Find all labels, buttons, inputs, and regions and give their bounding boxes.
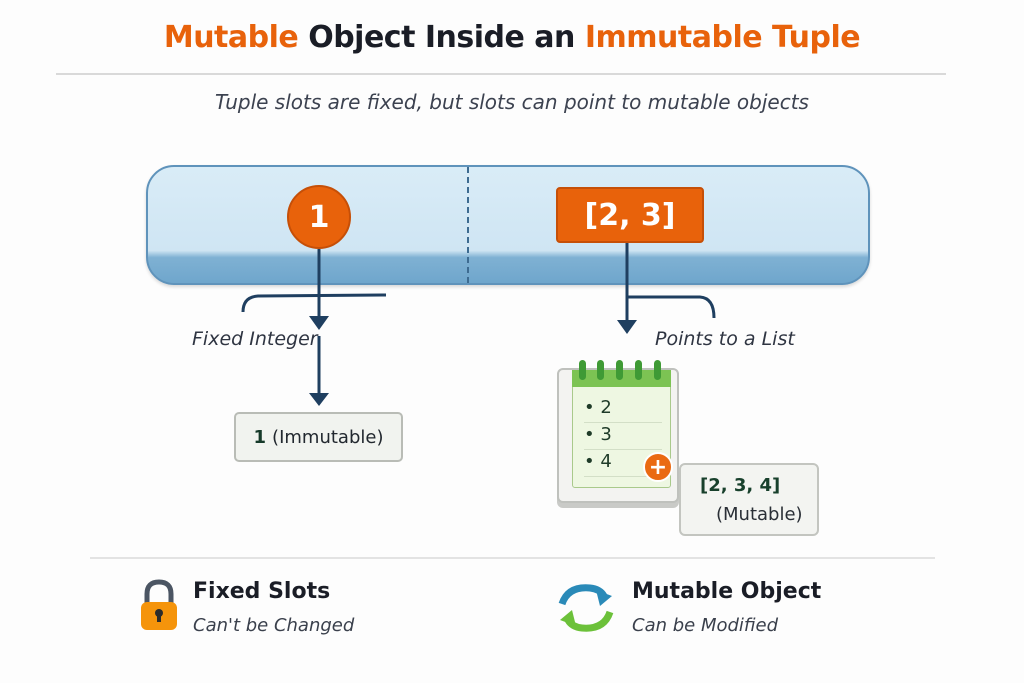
refresh-icon (558, 584, 614, 632)
list-item: • 4 (584, 451, 662, 477)
notebook-ring-icon (616, 360, 623, 380)
legend-divider (90, 557, 935, 559)
title-immutable: Immutable Tuple (584, 20, 861, 55)
mutable-text: (Mutable) (716, 504, 803, 525)
legend-fixed-slots-title: Fixed Slots (193, 579, 331, 604)
points-to-list-label: Points to a List (655, 328, 795, 350)
mutable-value: [2, 3, 4] (700, 475, 781, 496)
title-middle: Object Inside an (298, 20, 585, 55)
lock-icon (141, 579, 177, 630)
notebook-ring-icon (597, 360, 604, 380)
notebook-ring-icon (635, 360, 642, 380)
arrow-head-icon (309, 316, 329, 330)
fixed-integer-label: Fixed Integer (192, 328, 318, 350)
list-item: • 3 (584, 424, 662, 450)
notebook-ring-icon (579, 360, 586, 380)
immutable-text: (Immutable) (272, 426, 384, 448)
legend-mutable-object-subtitle: Can be Modified (632, 615, 779, 636)
tuple-slot-divider (467, 167, 469, 283)
notebook-ring-icon (654, 360, 661, 380)
list-item: • 2 (584, 397, 662, 423)
legend-mutable-object-title: Mutable Object (632, 579, 822, 604)
tuple-container (146, 165, 870, 285)
subtitle: Tuple slots are fixed, but slots can poi… (215, 90, 809, 114)
add-item-icon: + (643, 452, 673, 482)
title-mutable: Mutable (163, 20, 299, 55)
title-divider (56, 73, 946, 75)
mutable-result-box (679, 463, 819, 536)
tuple-slot-integer: 1 (287, 185, 351, 249)
immutable-result-box: 1 (Immutable) (234, 412, 403, 462)
tuple-slot-list: [2, 3] (556, 187, 704, 243)
page-title: Mutable Object Inside an Immutable Tuple (0, 20, 1024, 55)
legend-fixed-slots-subtitle: Can't be Changed (193, 615, 355, 636)
immutable-value: 1 (253, 426, 267, 448)
